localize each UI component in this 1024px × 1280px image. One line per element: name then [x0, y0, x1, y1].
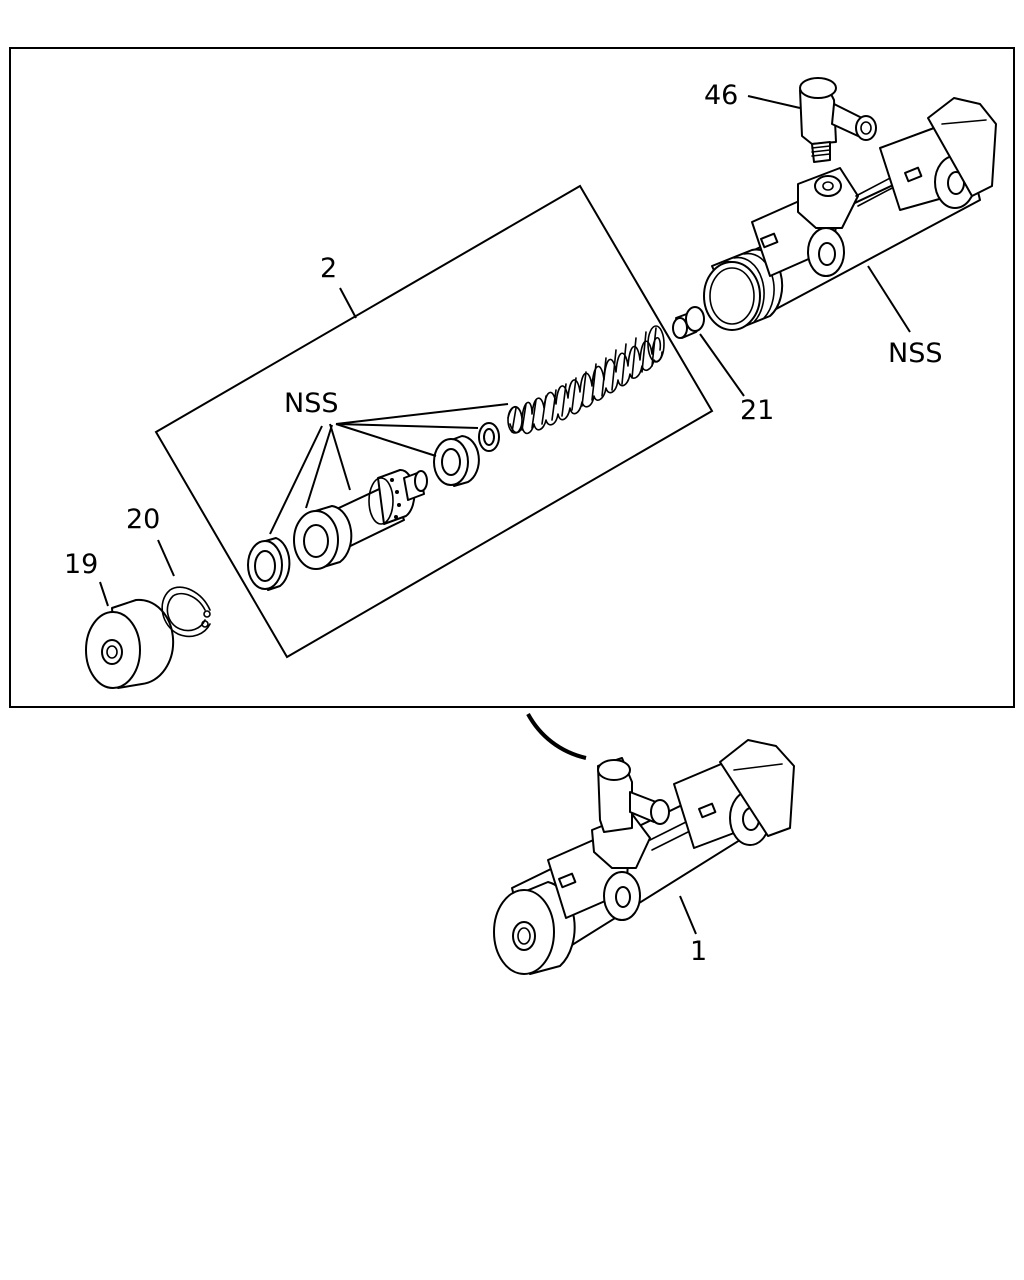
- callout-2: 2: [320, 253, 337, 284]
- part-46-bolt: [799, 77, 877, 163]
- nss-seal-left: [247, 537, 291, 591]
- part-20-snap-ring: [161, 586, 211, 638]
- nss-seal-center: [433, 435, 480, 487]
- part-19-cap: [85, 598, 175, 689]
- leader-line-1: [679, 895, 697, 935]
- callout-19: 19: [64, 549, 98, 580]
- nss-washer: [478, 422, 500, 452]
- callout-nss-right: NSS: [888, 338, 942, 369]
- callout-20: 20: [126, 504, 160, 535]
- part-21-plug: [672, 306, 705, 339]
- kit-outline: [154, 184, 714, 659]
- part-1-assembled-cylinder: [493, 713, 795, 975]
- spring: [507, 325, 665, 435]
- callout-1: 1: [690, 936, 707, 967]
- callout-nss-left: NSS: [284, 388, 338, 419]
- leader-lines-exploded: [99, 95, 911, 607]
- callout-21: 21: [740, 395, 774, 426]
- exploded-view-frame: [9, 47, 1015, 708]
- cylinder-body: [703, 97, 997, 331]
- callout-46: 46: [704, 80, 738, 111]
- piston-assembly: [293, 468, 428, 570]
- view-arrow-curve: [526, 713, 587, 760]
